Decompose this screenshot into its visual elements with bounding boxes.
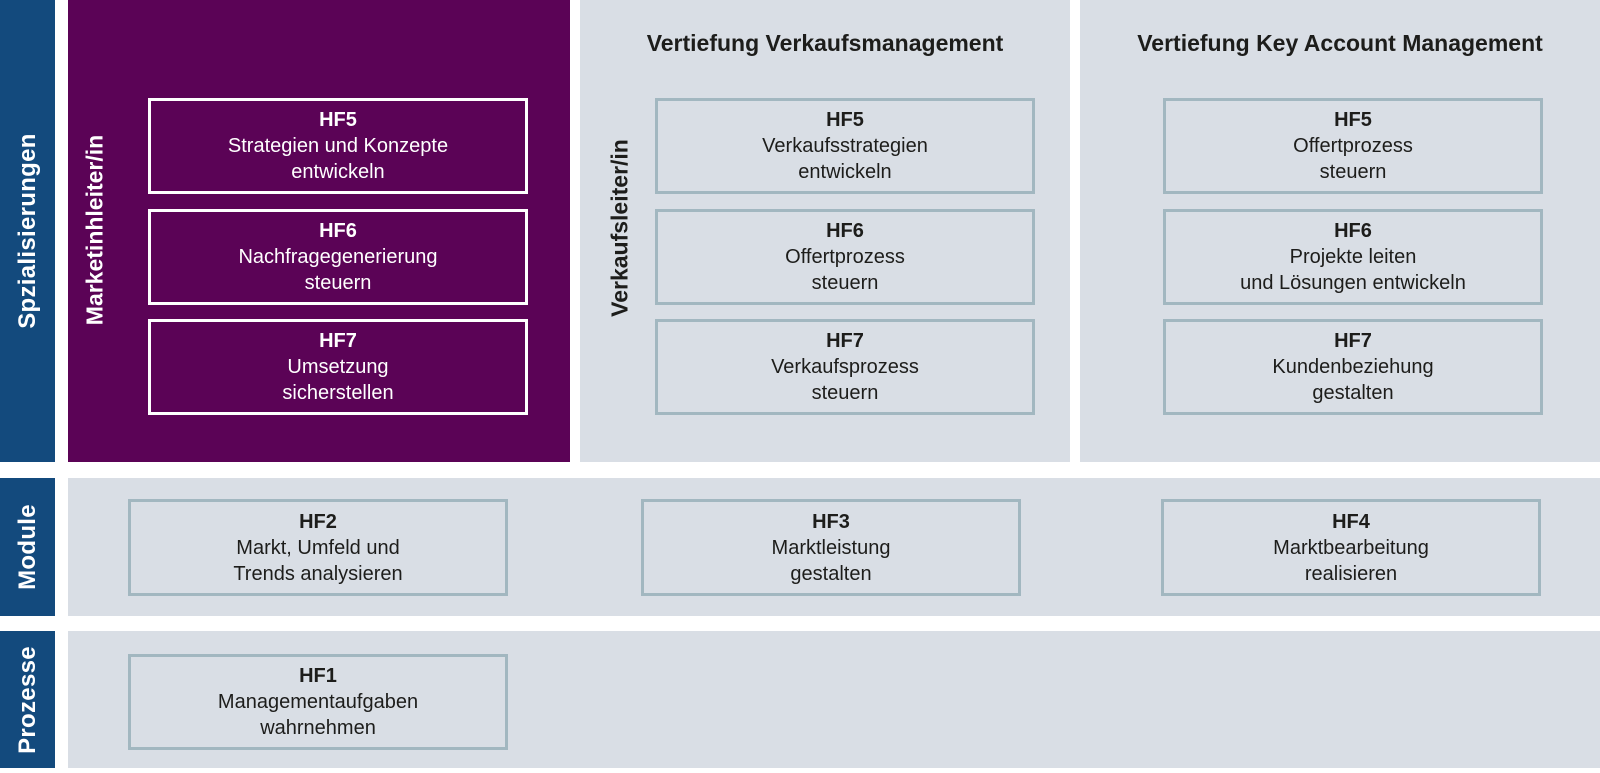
box-marketing-hf6: HF6 Nachfragegenerierung steuern — [148, 209, 528, 305]
column-title-key-account: Vertiefung Key Account Management — [1137, 30, 1543, 56]
hf-code: HF4 — [1332, 510, 1370, 533]
hf-text: Marktleistung gestalten — [771, 536, 891, 585]
sidebar-label-spezialisierungen: Spzialisierungen — [13, 133, 41, 329]
hf-code: HF5 — [1334, 109, 1372, 131]
hf-text: Managementaufgaben wahrnehmen — [217, 691, 419, 739]
hf-text: Verkaufsprozess steuern — [771, 356, 919, 404]
hf-code: HF6 — [1334, 220, 1372, 242]
column-verkaufsmanagement: Vertiefung Verkaufsmanagement Verkaufsle… — [580, 0, 1070, 462]
box-keyaccount-hf5: HF5 Offertprozess steuern — [1163, 98, 1543, 194]
hf-text: Markt, Umfeld und Trends analysieren — [233, 536, 403, 585]
box-keyaccount-hf7: HF7 Kundenbeziehung gestalten — [1163, 319, 1543, 415]
hf-code: HF6 — [826, 220, 864, 242]
sidebar-rail-prozesse: Prozesse — [0, 631, 55, 768]
hf-code: HF2 — [299, 510, 337, 533]
box-verkauf-hf6: HF6 Offertprozess steuern — [655, 209, 1035, 305]
hf-text: Offertprozess steuern — [785, 246, 905, 294]
role-label-verkaufsleiter: Verkaufsleiter/in — [606, 139, 633, 317]
hf-code: HF7 — [1334, 330, 1372, 352]
column-marketingleiter: Marketinhleiter/in HF5 Strategien und Ko… — [68, 0, 570, 462]
prozesse-band: HF1 Managementaufgaben wahrnehmen — [68, 631, 1600, 768]
box-module-hf4: HF4 Marktbearbeitung realisieren — [1161, 499, 1541, 596]
hf-code: HF5 — [826, 109, 864, 131]
hf-code: HF7 — [826, 330, 864, 352]
hf-text: Offertprozess steuern — [1293, 135, 1413, 183]
box-module-hf2: HF2 Markt, Umfeld und Trends analysieren — [128, 499, 508, 596]
hf-text: Projekte leiten und Lösungen entwickeln — [1240, 246, 1466, 294]
hf-code: HF3 — [812, 510, 850, 533]
column-key-account: Vertiefung Key Account Management HF5 Of… — [1080, 0, 1600, 462]
hf-code: HF6 — [319, 220, 357, 242]
hf-text: Strategien und Konzepte entwickeln — [227, 135, 449, 183]
box-verkauf-hf5: HF5 Verkaufsstrategien entwickeln — [655, 98, 1035, 194]
hf-text: Nachfragegenerierung steuern — [238, 246, 438, 294]
sidebar-rail-module: Module — [0, 478, 55, 616]
hf-text: Kundenbeziehung gestalten — [1272, 356, 1434, 404]
sidebar-rail-spezialisierungen: Spzialisierungen — [0, 0, 55, 462]
sidebar-label-prozesse: Prozesse — [13, 645, 41, 754]
sidebar-label-module: Module — [13, 504, 41, 590]
role-label-marketingleiter: Marketinhleiter/in — [81, 134, 108, 326]
hf-code: HF5 — [319, 109, 357, 131]
hf-text: Verkaufsstrategien entwickeln — [762, 135, 928, 183]
box-marketing-hf5: HF5 Strategien und Konzepte entwickeln — [148, 98, 528, 194]
box-module-hf3: HF3 Marktleistung gestalten — [641, 499, 1021, 596]
box-keyaccount-hf6: HF6 Projekte leiten und Lösungen entwick… — [1163, 209, 1543, 305]
hf-text: Marktbearbeitung realisieren — [1273, 536, 1429, 585]
module-band: HF2 Markt, Umfeld und Trends analysieren… — [68, 478, 1600, 616]
box-marketing-hf7: HF7 Umsetzung sicherstellen — [148, 319, 528, 415]
hf-code: HF1 — [299, 665, 337, 687]
hf-code: HF7 — [319, 330, 357, 352]
box-verkauf-hf7: HF7 Verkaufsprozess steuern — [655, 319, 1035, 415]
hf-text: Umsetzung sicherstellen — [282, 356, 394, 404]
column-title-verkaufsmanagement: Vertiefung Verkaufsmanagement — [646, 30, 1004, 56]
box-prozesse-hf1: HF1 Managementaufgaben wahrnehmen — [128, 654, 508, 750]
